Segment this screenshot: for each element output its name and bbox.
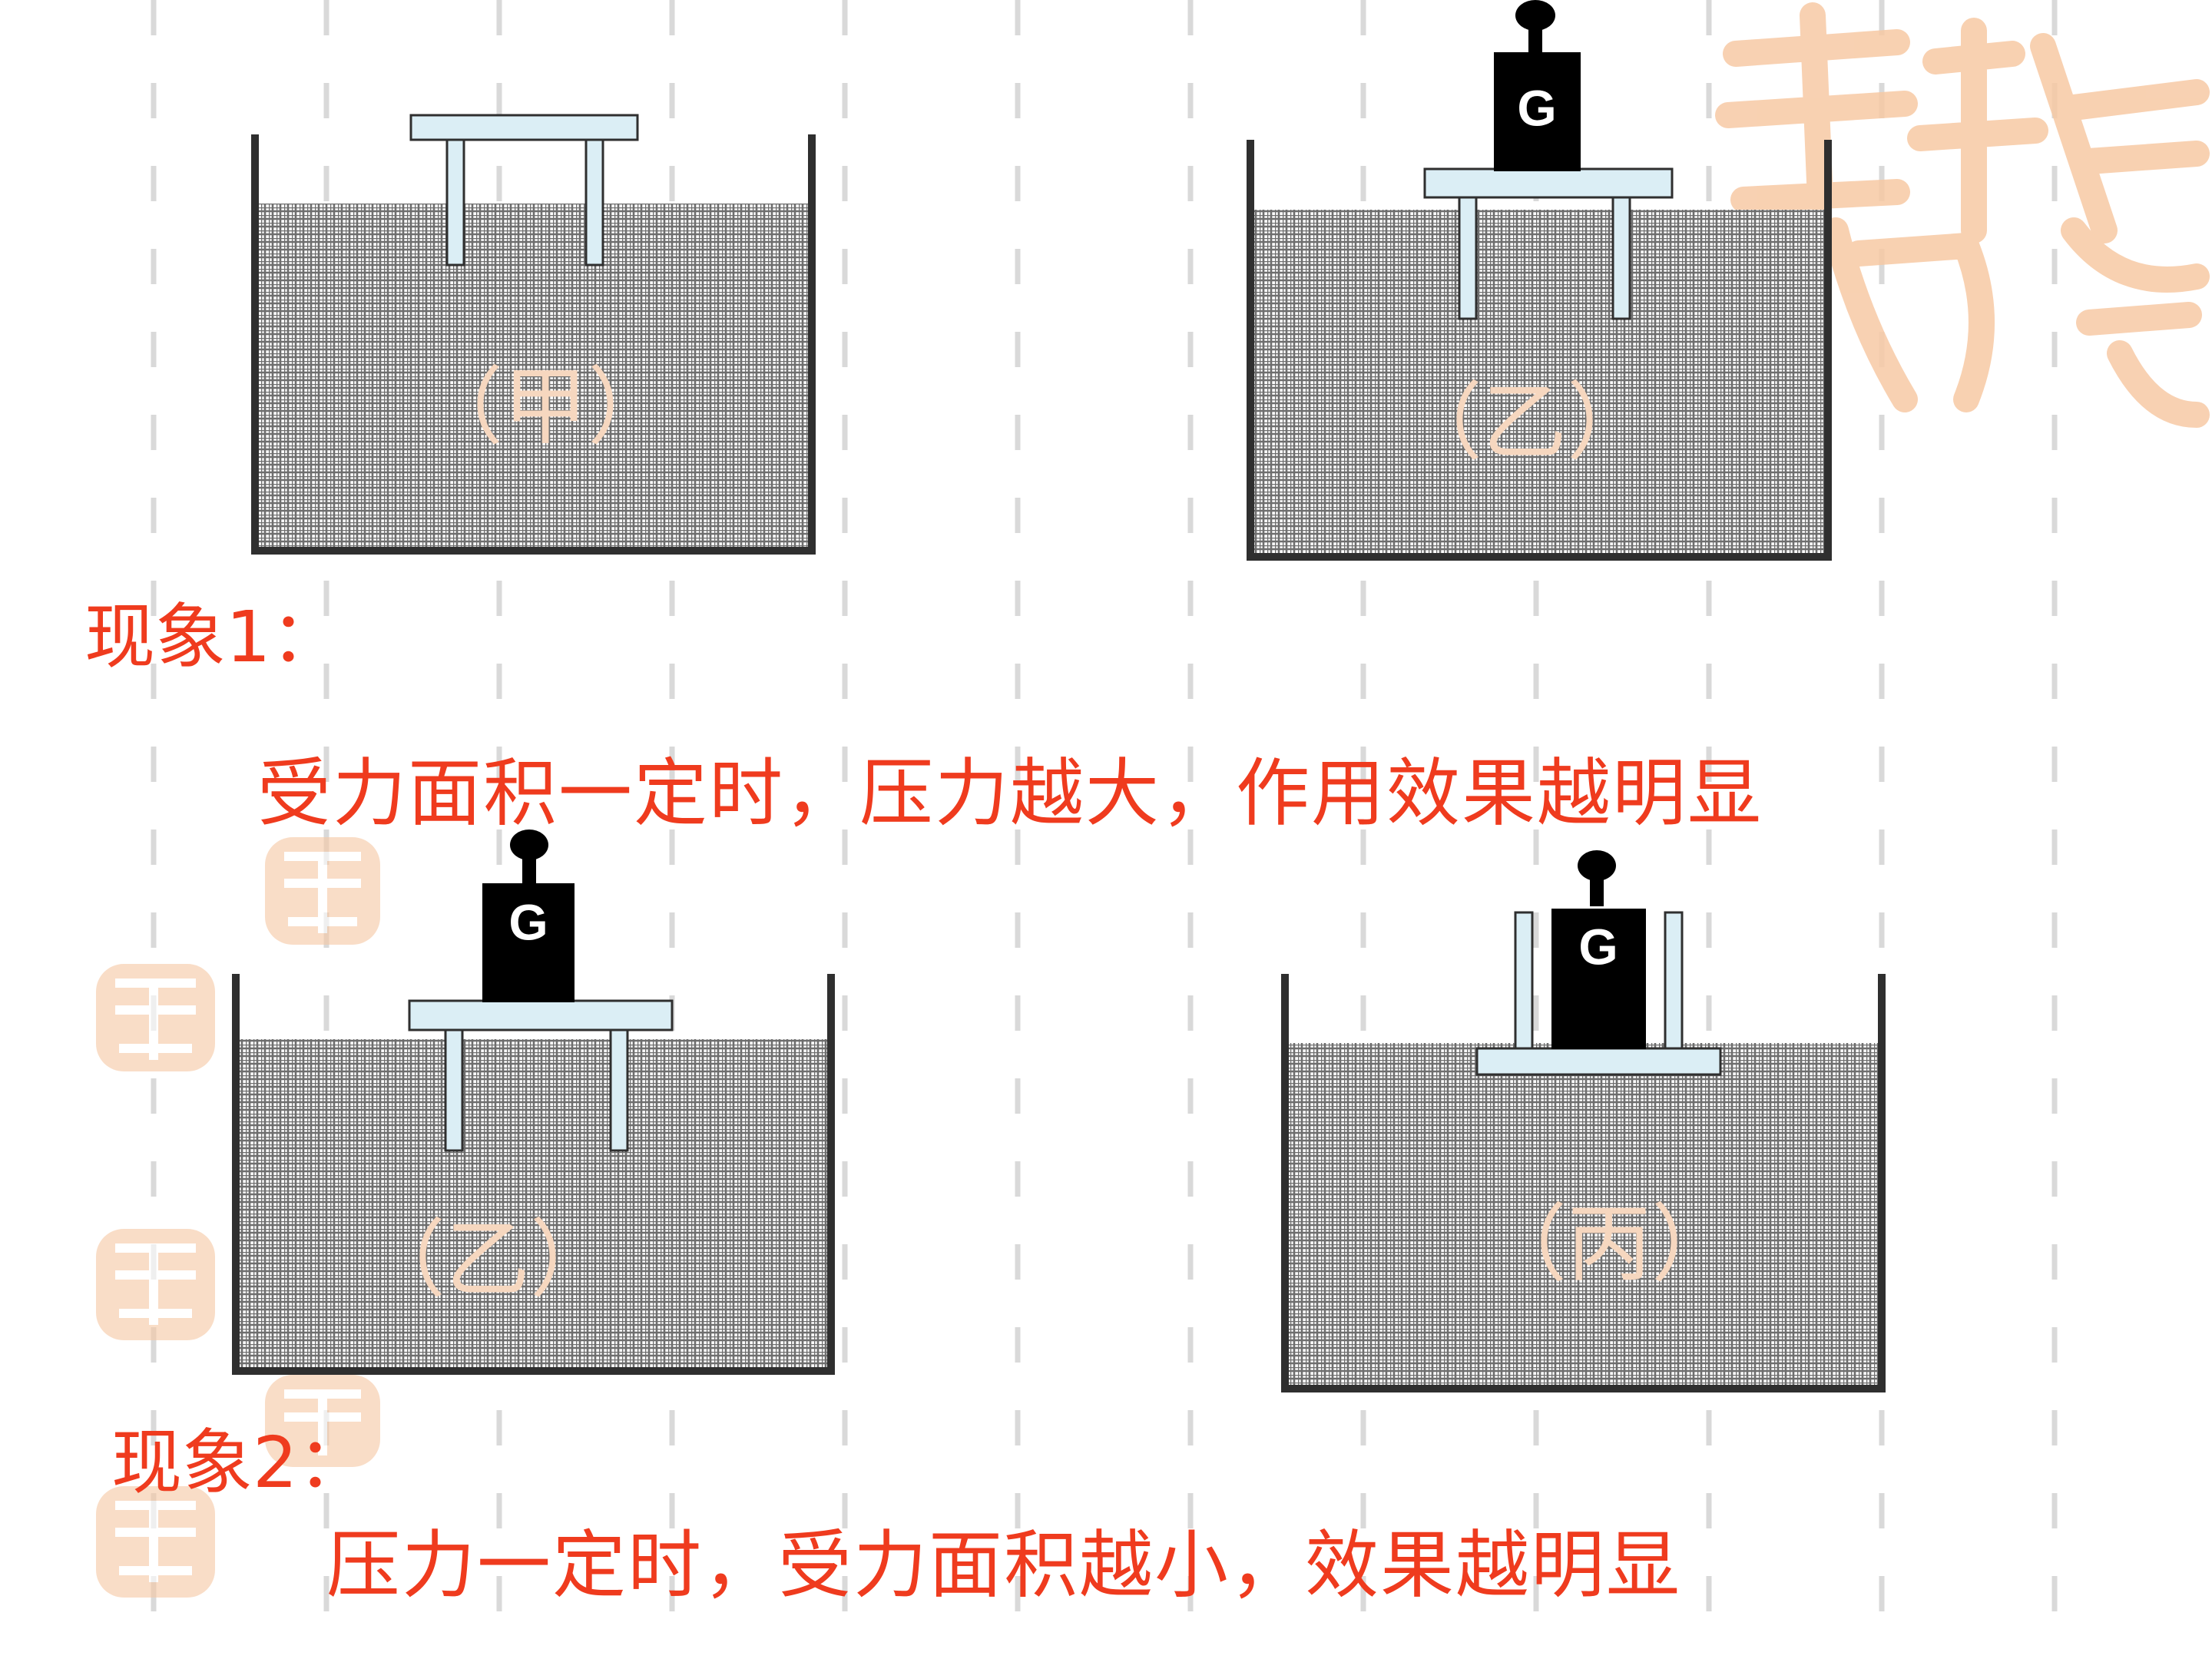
phenomenon1-conclusion: 受力面积一定时，压力越大，作用效果越明显 xyxy=(257,750,1763,836)
watermark-seal-icon xyxy=(265,1375,380,1467)
watermark-large-icon xyxy=(1715,2,2210,428)
sand-box xyxy=(236,1039,831,1371)
phenomenon1-heading: 现象1： xyxy=(84,596,342,678)
panel-bing: G xyxy=(1281,850,1886,1392)
watermark-seal-icon xyxy=(96,964,215,1071)
phenomenon2-heading: 现象2： xyxy=(111,1422,369,1504)
panel-label-yi-bottom: （乙） xyxy=(361,1210,614,1309)
watermark-seal-icon xyxy=(265,837,380,945)
weight-label: G xyxy=(1517,79,1556,136)
stool xyxy=(1423,167,1674,320)
weight-block: G xyxy=(1494,0,1581,171)
container xyxy=(251,134,816,555)
weight-label: G xyxy=(1578,918,1618,975)
sand-box xyxy=(1250,210,1828,557)
panel-yi-bottom: G xyxy=(232,830,835,1375)
stool xyxy=(408,999,674,1152)
sand-box xyxy=(255,204,812,551)
panel-yi-top: G xyxy=(1247,0,1832,561)
watermark-seal-icon xyxy=(96,1486,215,1598)
panel-label-jia: （甲） xyxy=(419,358,672,456)
sand-box xyxy=(1285,1043,1882,1389)
panel-jia xyxy=(251,114,816,555)
weight-block: G xyxy=(1551,850,1646,1049)
container xyxy=(1247,140,1832,561)
watermark-seal-icon xyxy=(96,1229,215,1340)
panel-label-bing: （丙） xyxy=(1482,1195,1736,1293)
container xyxy=(232,974,835,1375)
weight-label: G xyxy=(508,893,548,950)
phenomenon2-conclusion: 压力一定时，受力面积越小，效果越明显 xyxy=(326,1522,1681,1608)
weight-block: G xyxy=(482,830,575,1002)
container xyxy=(1281,974,1886,1392)
panel-label-yi-top: （乙） xyxy=(1398,373,1651,472)
stool xyxy=(409,114,639,267)
